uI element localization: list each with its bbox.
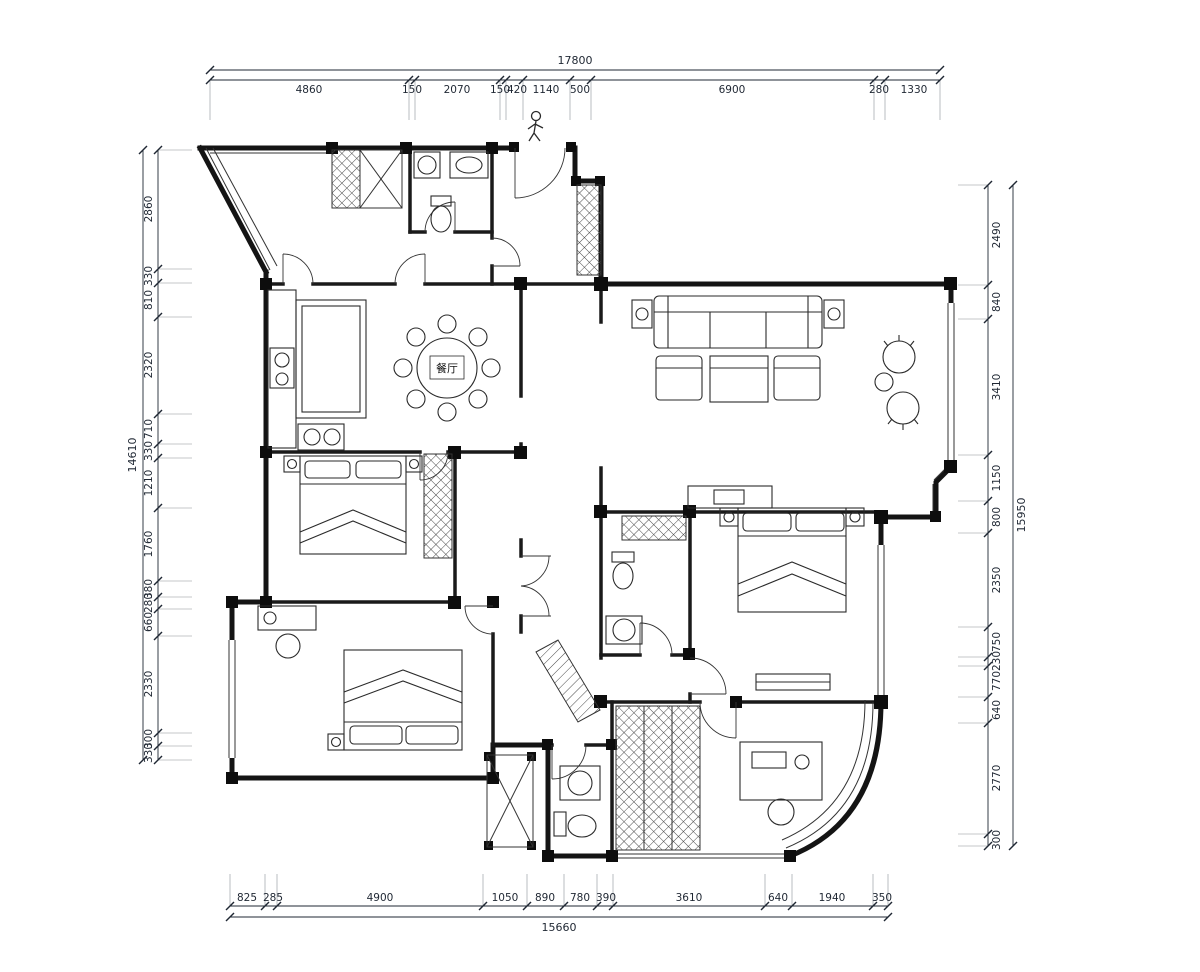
kitchen <box>267 289 367 451</box>
dim-label: 280 <box>143 593 155 613</box>
dim-label: 390 <box>596 892 616 904</box>
bathroom-top <box>413 151 489 233</box>
entry-door <box>514 147 566 199</box>
bedroom1 <box>283 455 423 555</box>
dim-label: 770 <box>991 671 1003 691</box>
hatched-elements <box>331 149 701 851</box>
dim-label: 2330 <box>143 671 155 698</box>
dim-label: 750 <box>991 632 1003 652</box>
windows <box>205 147 957 861</box>
dim-label: 330 <box>143 441 155 461</box>
dim-label: 330 <box>143 743 155 763</box>
dim-label: 640 <box>991 700 1003 720</box>
dining-room-label: 餐厅 <box>436 361 458 375</box>
dim-label: 800 <box>991 507 1003 527</box>
dim-left-total: 14610 <box>126 438 139 473</box>
dim-label: 1140 <box>533 84 560 96</box>
dim-label: 150 <box>402 84 422 96</box>
dim-label: 1150 <box>991 465 1003 492</box>
dim-label: 3610 <box>676 892 703 904</box>
dim-label: 1330 <box>901 84 928 96</box>
dims-right: 15950 2490 840 3410 1150 800 2350 750 23… <box>991 222 1028 850</box>
dims-left: 14610 2860 330 810 2320 710 330 1210 176… <box>126 196 155 763</box>
dim-label: 1050 <box>492 892 519 904</box>
dim-label: 710 <box>143 419 155 439</box>
wardrobe-bedroom1 <box>423 453 453 559</box>
entry-cabinet <box>359 149 403 209</box>
extension-lines <box>158 80 988 906</box>
dim-label: 2070 <box>444 84 471 96</box>
dim-label: 330 <box>143 266 155 286</box>
bedroom1-door <box>419 451 449 481</box>
corridor-door <box>491 237 521 267</box>
doors <box>282 147 737 780</box>
dim-label: 350 <box>872 892 892 904</box>
dims-top: 17800 4860 150 2070 150 420 1140 500 690… <box>296 54 928 96</box>
dims-bottom: 15660 825 285 4900 1050 890 780 390 3610… <box>237 892 892 934</box>
bathroom-bottom <box>553 765 601 838</box>
dim-bottom-total: 15660 <box>542 921 577 934</box>
dim-label: 2350 <box>991 567 1003 594</box>
dim-label: 780 <box>570 892 590 904</box>
study <box>739 741 823 826</box>
stair-band <box>535 639 601 723</box>
dim-label: 4860 <box>296 84 323 96</box>
dim-label: 1760 <box>143 531 155 558</box>
dim-label: 890 <box>535 892 555 904</box>
bedroom2 <box>257 605 463 751</box>
dim-right-total: 15950 <box>1015 498 1028 533</box>
dining-set <box>393 314 501 422</box>
dim-label: 2860 <box>143 196 155 223</box>
dim-label: 640 <box>768 892 788 904</box>
dim-label: 825 <box>237 892 257 904</box>
wardrobe-hall <box>621 515 687 541</box>
outer-walls <box>196 144 954 859</box>
study-door <box>699 701 737 739</box>
dim-label: 500 <box>570 84 590 96</box>
dim-label: 2320 <box>143 352 155 379</box>
master-door <box>689 657 727 695</box>
master-bedroom <box>719 507 865 691</box>
wardrobe-study <box>615 705 701 851</box>
dim-label: 380 <box>143 579 155 599</box>
dim-label: 280 <box>869 84 889 96</box>
room-door-topleft <box>282 253 314 285</box>
furniture <box>257 110 920 838</box>
bath-mid-door <box>639 622 673 656</box>
dim-top-total: 17800 <box>558 54 593 67</box>
dim-label: 2490 <box>991 222 1003 249</box>
columns <box>226 142 957 862</box>
dim-label: 4900 <box>367 892 394 904</box>
dim-label: 150 <box>490 84 510 96</box>
dim-label: 660 <box>143 612 155 632</box>
kitchen-door <box>394 253 426 285</box>
living-room <box>631 295 920 509</box>
dim-label: 300 <box>991 830 1003 850</box>
dim-label: 1210 <box>143 470 155 497</box>
bath-bottom-door <box>551 744 587 780</box>
person-icon <box>527 110 544 142</box>
dim-label: 3410 <box>991 374 1003 401</box>
dim-label: 840 <box>991 292 1003 312</box>
bathroom-mid <box>605 551 643 645</box>
dim-label: 300 <box>143 729 155 749</box>
hall-double-door <box>520 555 551 617</box>
entry-closet <box>331 149 361 209</box>
dimension-lines <box>142 69 1014 918</box>
dim-label: 230 <box>991 651 1003 671</box>
bedroom2-door <box>464 605 494 635</box>
small-balcony <box>486 754 534 848</box>
dim-label: 285 <box>263 892 283 904</box>
dim-label: 420 <box>507 84 527 96</box>
dim-label: 6900 <box>719 84 746 96</box>
dim-label: 810 <box>143 290 155 310</box>
shaft <box>576 184 602 276</box>
dim-label: 2770 <box>991 765 1003 792</box>
dim-label: 1940 <box>819 892 846 904</box>
